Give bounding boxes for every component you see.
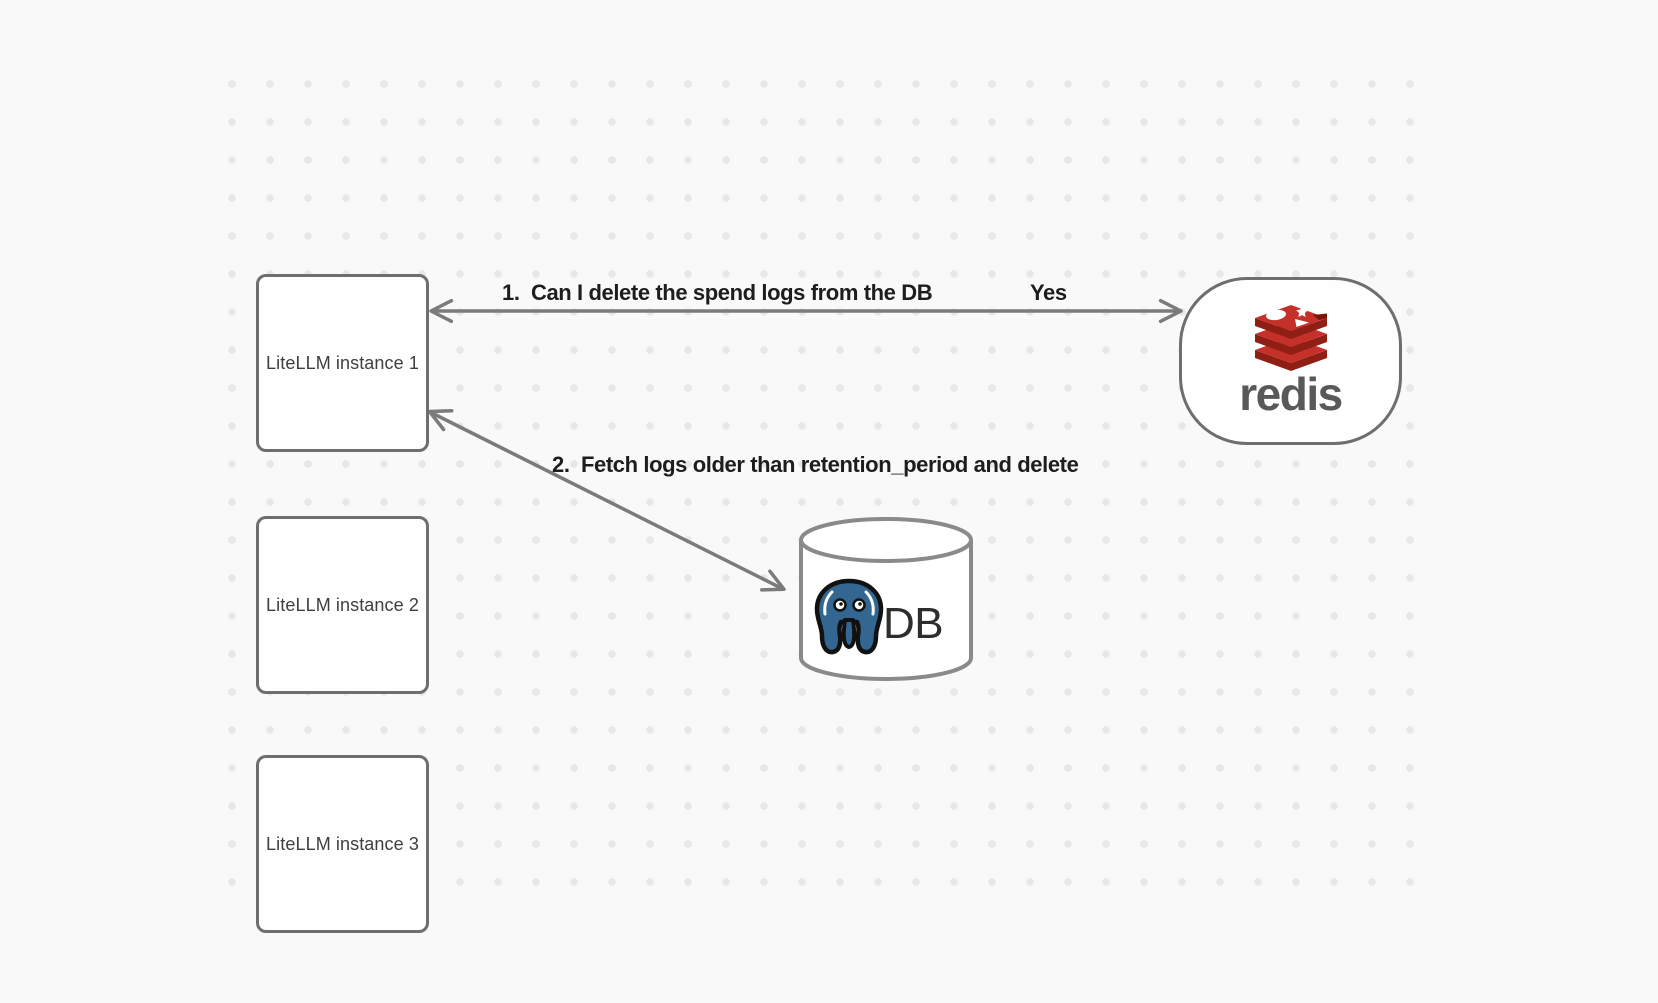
edge-label-yes-reply: Yes xyxy=(1030,280,1067,305)
node-litellm-instance-1: LiteLLM instance 1 xyxy=(256,274,429,452)
postgresql-logo-icon xyxy=(814,578,884,655)
database-label: DB xyxy=(883,599,944,648)
node-litellm-instance-3-label: LiteLLM instance 3 xyxy=(266,833,419,854)
node-litellm-instance-2-label: LiteLLM instance 2 xyxy=(266,594,419,615)
node-litellm-instance-1-label: LiteLLM instance 1 xyxy=(266,352,419,373)
node-redis: redis xyxy=(1179,277,1402,445)
redis-logo-icon xyxy=(1254,305,1327,371)
edge-label-fetch-logs: 2. Fetch logs older than retention_perio… xyxy=(552,452,1079,477)
redis-wordmark: redis xyxy=(1239,368,1343,420)
node-litellm-instance-2: LiteLLM instance 2 xyxy=(256,516,429,694)
node-database: DB xyxy=(798,516,974,682)
node-litellm-instance-3: LiteLLM instance 3 xyxy=(256,755,429,933)
edge-label-delete-spend-logs: 1. Can I delete the spend logs from the … xyxy=(502,280,933,305)
